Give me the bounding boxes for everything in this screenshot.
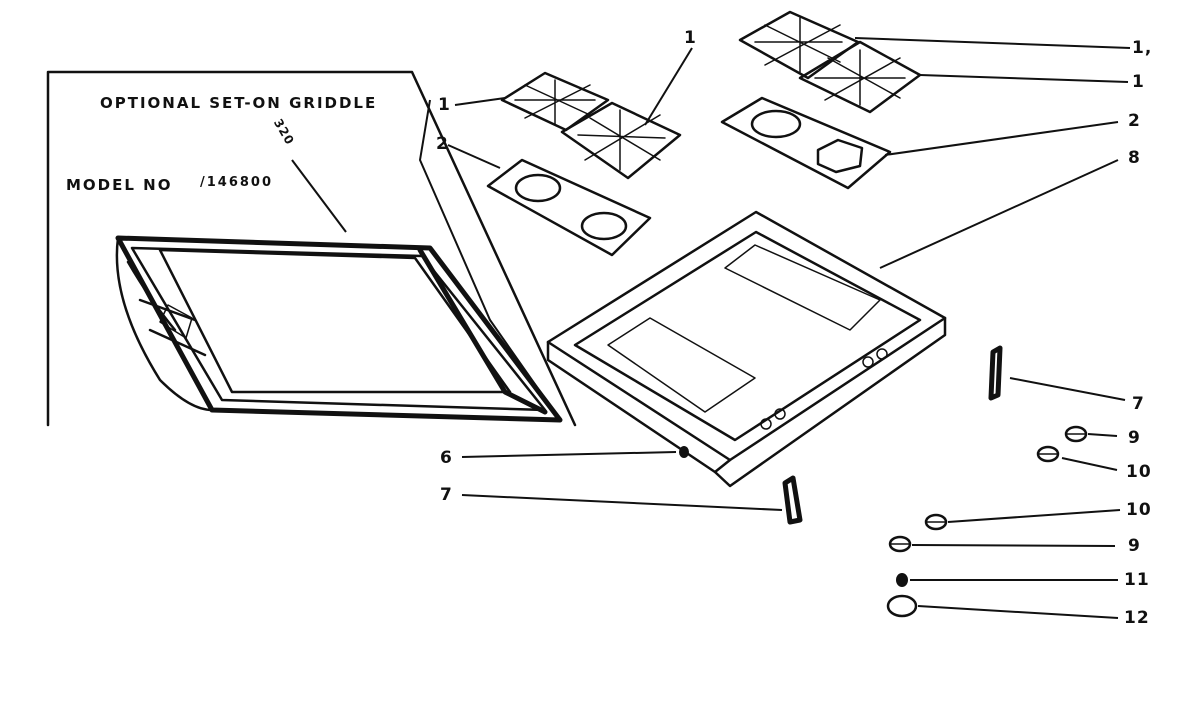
- grate-right-rear: [738, 10, 860, 80]
- callout-burner-bowl-right: 2: [1128, 111, 1141, 131]
- model-label: MODEL NO: [66, 176, 173, 194]
- callout-top-frame: 8: [1128, 148, 1141, 168]
- callout-nut-a: 9: [1128, 428, 1141, 448]
- top-frame: [546, 210, 947, 488]
- nut-lower: [888, 535, 912, 553]
- callout-grate-right-b: 1: [1132, 72, 1145, 92]
- callout-washer-b: 10: [1126, 500, 1152, 520]
- grate-right-front: [798, 40, 922, 114]
- burner-bowl-right: [720, 96, 892, 190]
- callout-grate-left-a: 1: [438, 95, 451, 115]
- callout-grate-left-b: 1: [684, 28, 697, 48]
- spacer: [896, 573, 908, 587]
- bracket-right: [988, 345, 1003, 401]
- callout-spacer: 11: [1124, 570, 1150, 590]
- washer-lower: [924, 513, 948, 531]
- bracket-left: [782, 475, 803, 525]
- griddle: [115, 235, 563, 423]
- foot: [886, 594, 918, 618]
- callout-washer-a: 10: [1126, 462, 1152, 482]
- callout-foot: 12: [1124, 608, 1150, 628]
- inset-title: OPTIONAL SET-ON GRIDDLE: [100, 94, 378, 112]
- grate-left-front: [560, 101, 682, 180]
- callout-grate-right-a: 1,: [1132, 38, 1153, 58]
- callout-screw: 6: [440, 448, 453, 468]
- washer-upper: [1036, 445, 1060, 463]
- griddle-inset-box: [46, 70, 577, 427]
- burner-bowl-left: [486, 158, 652, 257]
- leader-lines: [291, 37, 1131, 619]
- callout-nut-b: 9: [1128, 536, 1141, 556]
- callout-bracket-right: 7: [1132, 394, 1145, 414]
- callout-bracket-left: 7: [440, 485, 453, 505]
- model-number: /146800: [200, 175, 274, 190]
- nut-upper: [1064, 425, 1088, 443]
- callout-burner-bowl-left: 2: [436, 134, 449, 154]
- grate-left-rear: [500, 71, 610, 132]
- screw: [679, 446, 689, 458]
